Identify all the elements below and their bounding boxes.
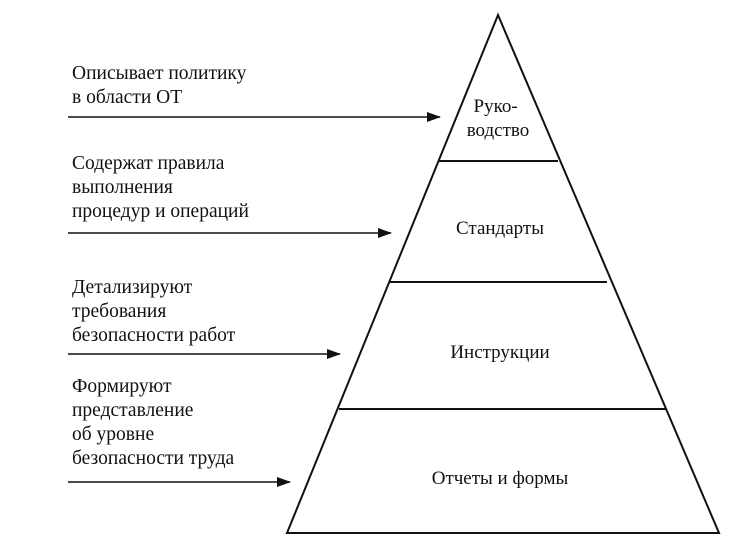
- annotation-reports: Формируют представление об уровне безопа…: [72, 375, 234, 471]
- level-label-management-line-1: Руко-: [474, 96, 518, 117]
- level-label-instructions-line-1: Инструкции: [450, 342, 549, 363]
- level-label-management: Руко- водство: [467, 96, 530, 141]
- pyramid-outline: [285, 12, 721, 534]
- annotation-standards: Содержат правила выполнения процедур и о…: [72, 152, 249, 224]
- annotation-policy: Описывает политику в области ОТ: [72, 62, 246, 110]
- level-label-standards-line-1: Стандарты: [456, 218, 544, 239]
- annotation-policy-line-2: в области ОТ: [72, 87, 183, 108]
- annotation-reports-line-4: безопасности труда: [72, 448, 235, 469]
- annotation-policy-line-1: Описывает политику: [72, 63, 247, 84]
- annotation-reports-line-2: представление: [72, 400, 194, 421]
- level-label-reports: Отчеты и формы: [432, 468, 569, 489]
- level-label-standards: Стандарты: [456, 218, 544, 239]
- annotation-reports-line-3: об уровне: [72, 424, 155, 445]
- annotation-instructions: Детализируют требования безопасности раб…: [72, 276, 235, 348]
- level-label-instructions: Инструкции: [450, 342, 549, 363]
- annotation-instructions-line-1: Детализируют: [72, 277, 193, 298]
- annotation-instructions-line-3: безопасности работ: [72, 325, 236, 346]
- annotation-standards-line-3: процедур и операций: [72, 201, 249, 222]
- annotation-standards-line-1: Содержат правила: [72, 153, 225, 174]
- annotation-reports-line-1: Формируют: [72, 376, 172, 397]
- annotation-instructions-line-2: требования: [72, 301, 167, 322]
- level-label-reports-line-1: Отчеты и формы: [432, 468, 569, 489]
- level-label-management-line-2: водство: [467, 120, 530, 141]
- annotation-standards-line-2: выполнения: [72, 177, 173, 198]
